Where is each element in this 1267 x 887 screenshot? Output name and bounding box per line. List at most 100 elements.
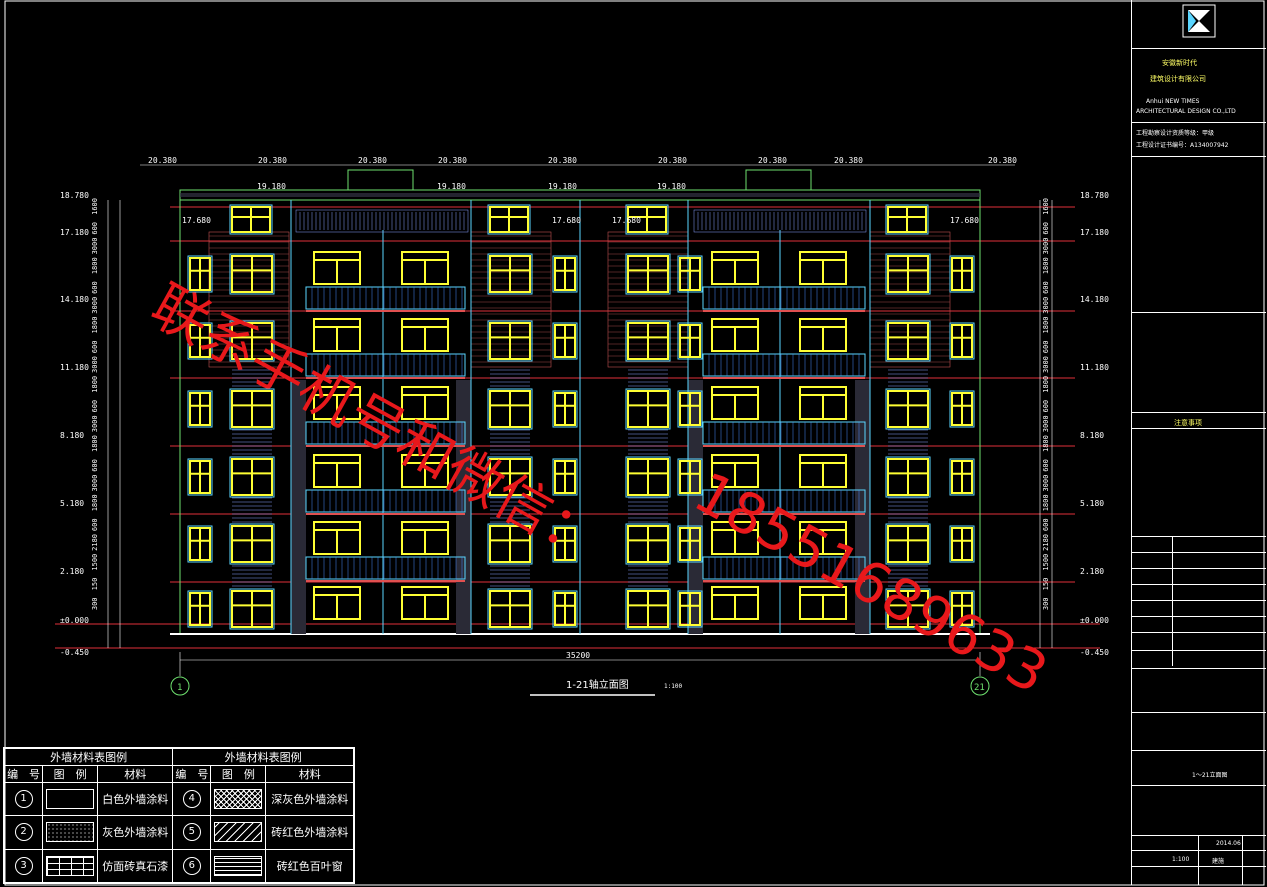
level-label: 19.180 [657, 182, 686, 191]
dimension-label: 150 [1042, 578, 1050, 591]
window [552, 525, 578, 563]
window [711, 251, 759, 285]
level-label: 17.180 [60, 228, 89, 237]
window [625, 588, 671, 630]
window [625, 523, 671, 565]
balcony-railing [702, 353, 866, 379]
dimension-label: 150 [91, 578, 99, 591]
window [187, 255, 213, 293]
legend-number: 5 [182, 823, 201, 842]
window [487, 588, 533, 630]
window [552, 322, 578, 360]
level-label: 20.380 [358, 156, 387, 165]
certificate-line-2: 工程设计证书编号：A134007942 [1136, 142, 1229, 149]
dimension-label: 600 [1042, 222, 1050, 235]
level-label: 14.180 [60, 295, 89, 304]
building [170, 169, 990, 635]
svg-text:1: 1 [177, 683, 182, 693]
dimension-label: 600 [91, 222, 99, 235]
legend-col-material: 材料 [97, 765, 174, 783]
window [885, 388, 931, 430]
balcony-railing [702, 421, 866, 447]
window [711, 586, 759, 620]
brick-pattern-swatch [46, 855, 95, 876]
legend-material: 仿面砖真石漆 [97, 848, 174, 884]
level-label: 17.180 [1080, 228, 1109, 237]
legend-row: 3 仿面砖真石漆 6 砖红色百叶窗 [3, 848, 354, 884]
level-label: ±0.000 [1080, 616, 1109, 625]
legend-material: 砖红色外墙涂料 [265, 815, 354, 850]
dimension-label: 1800 [91, 376, 99, 393]
dimension-label: 1800 [1042, 257, 1050, 274]
balcony-railing [305, 556, 466, 582]
legend-number: 2 [14, 823, 33, 842]
level-label: 11.180 [1080, 363, 1109, 372]
outer-frame [4, 0, 1265, 886]
level-label: 20.380 [758, 156, 787, 165]
window [949, 525, 975, 563]
window [187, 458, 213, 496]
window [487, 523, 533, 565]
company-name-en-2: ARCHITECTURAL DESIGN CO.,LTD [1136, 108, 1236, 115]
window [313, 521, 361, 555]
balcony-railing [702, 489, 866, 515]
brick-red-paint-swatch [214, 822, 263, 843]
window [949, 322, 975, 360]
window [677, 255, 703, 293]
level-label: 11.180 [60, 363, 89, 372]
legend-number: 4 [182, 790, 201, 809]
window [552, 390, 578, 428]
window [401, 586, 449, 620]
window [949, 390, 975, 428]
dimension-label: 3000 [1042, 356, 1050, 373]
company-name-en-1: Anhui NEW TIMES [1146, 98, 1200, 105]
dimension-label: 600 [91, 518, 99, 531]
right-level-labels: 18.780 17.180 14.180 11.180 8.180 5.180 … [1080, 191, 1109, 657]
window [487, 320, 533, 362]
dimension-label: 1800 [91, 257, 99, 274]
window [799, 586, 847, 620]
window [229, 523, 275, 565]
dimension-label: 3000 [91, 415, 99, 432]
dimension-label: 3000 [1042, 475, 1050, 492]
window [313, 386, 361, 420]
dimension-label: 1800 [1042, 376, 1050, 393]
window [949, 458, 975, 496]
balcony-railing [305, 353, 466, 379]
dark-gray-paint-swatch [214, 789, 263, 810]
window [677, 390, 703, 428]
window [229, 456, 275, 498]
legend-material: 深灰色外墙涂料 [265, 781, 354, 817]
window [487, 204, 531, 235]
balcony-railing [305, 286, 466, 312]
balcony-railing [702, 286, 866, 312]
level-label: 20.380 [438, 156, 467, 165]
window [229, 204, 273, 235]
dimension-label: 3000 [91, 238, 99, 255]
window [487, 456, 533, 498]
level-label: 5.180 [1080, 499, 1104, 508]
window [799, 386, 847, 420]
window [313, 318, 361, 352]
window [949, 590, 975, 628]
legend-number: 3 [14, 856, 33, 875]
window [625, 388, 671, 430]
louver-swatch [214, 855, 263, 876]
legend-col-material: 材料 [265, 765, 354, 783]
window [625, 253, 671, 295]
window [229, 320, 275, 362]
dimension-label: 2180 [1042, 534, 1050, 551]
svg-text:21: 21 [974, 683, 985, 693]
dimension-label: 3000 [1042, 297, 1050, 314]
window [187, 590, 213, 628]
level-label: 17.680 [612, 216, 641, 225]
legend-col-no: 编 号 [3, 765, 44, 783]
notes-title: 注意事项 [1174, 419, 1202, 427]
window [711, 454, 759, 488]
level-label: 8.180 [1080, 431, 1104, 440]
dimension-label: 600 [1042, 459, 1050, 472]
window [229, 388, 275, 430]
window [677, 322, 703, 360]
dimension-label: 1500 [91, 554, 99, 571]
dimension-label: 1600 [1042, 198, 1050, 215]
